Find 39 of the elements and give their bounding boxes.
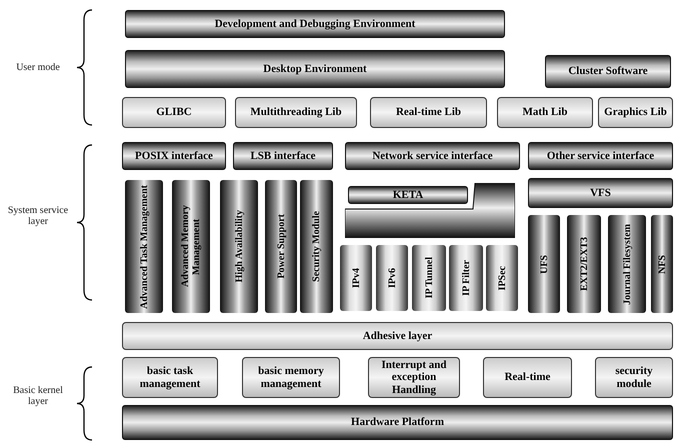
layer-bar: Network service interface <box>345 142 520 170</box>
module-box: security module <box>595 357 673 398</box>
module-column: IP Tunnel <box>412 245 446 311</box>
module-column: IPv4 <box>340 245 372 311</box>
module-box: Adhesive layer <box>122 322 673 350</box>
module-box: basic memory management <box>242 357 340 398</box>
module-column: IPSec <box>486 245 518 311</box>
layer-bar: Hardware Platform <box>122 405 673 440</box>
layer-bar: LSB interface <box>233 142 333 170</box>
module-column: UFS <box>528 215 560 313</box>
module-column: IP Filter <box>449 245 483 311</box>
layer-bar: Other service interface <box>528 142 673 170</box>
layer-bar: KETA <box>348 186 468 204</box>
module-column: EXT2/EXT3 <box>567 215 601 313</box>
module-box: Real-time <box>483 357 572 398</box>
module-column: Power Support <box>265 180 297 313</box>
module-column: IPv6 <box>376 245 408 311</box>
module-box: Real-time Lib <box>370 97 487 128</box>
module-column: NFS <box>651 215 673 313</box>
layer-bar: Desktop Environment <box>125 50 505 88</box>
module-box: Graphics Lib <box>598 97 673 128</box>
layer-bar: Development and Debugging Environment <box>125 10 505 38</box>
layer-label: System service layer <box>6 205 70 227</box>
module-column: Security Module <box>300 180 333 313</box>
layer-label: Basic kernel layer <box>12 385 64 407</box>
layer-bar: Cluster Software <box>545 55 671 88</box>
module-column: Advanced Task Management <box>125 180 163 313</box>
module-box: Interrupt and exception Handling <box>368 357 460 398</box>
layer-bar: POSIX interface <box>122 142 226 170</box>
module-column: Advanced Memory Management <box>172 180 210 313</box>
module-box: Multithreading Lib <box>235 97 357 128</box>
module-column: High Availability <box>220 180 258 313</box>
module-box: GLIBC <box>122 97 226 128</box>
module-box: basic task management <box>122 357 218 398</box>
module-column: Journal Filesystem <box>608 215 646 313</box>
layer-bar: VFS <box>528 178 673 208</box>
layer-label: User mode <box>15 62 61 73</box>
network-stack-block <box>345 183 515 238</box>
module-box: Math Lib <box>497 97 593 128</box>
